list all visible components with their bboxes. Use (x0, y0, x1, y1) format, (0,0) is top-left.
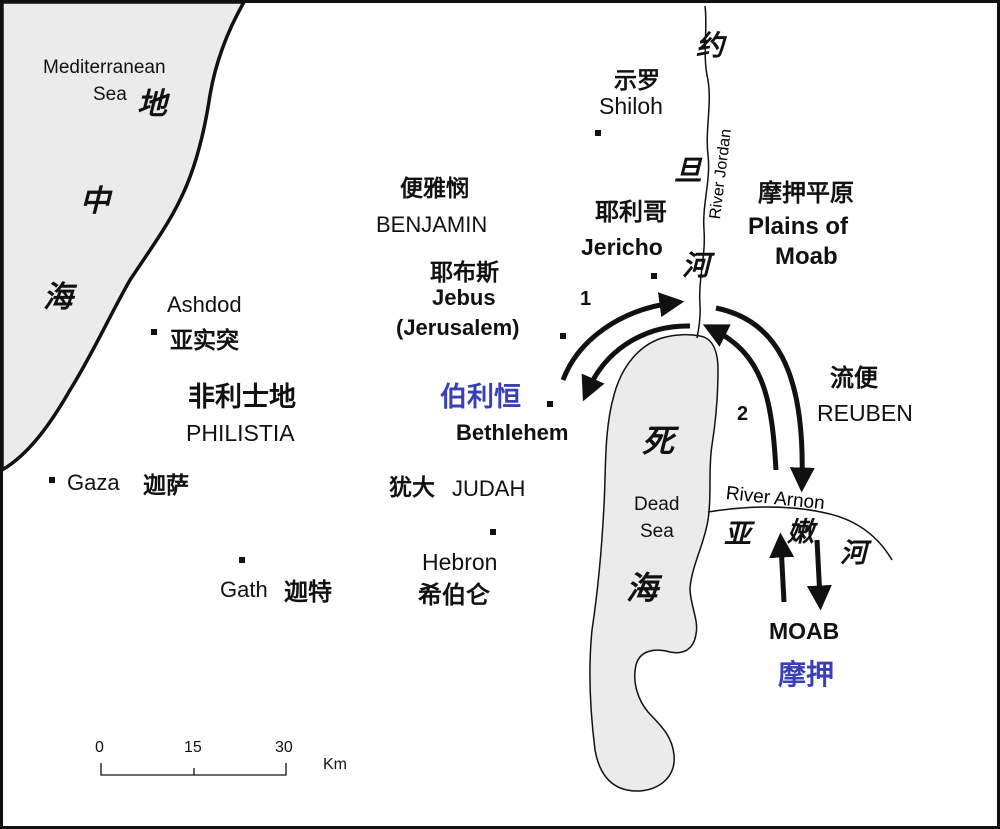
dead-sea-label-en-1: Dead (634, 494, 680, 515)
jebus-marker (560, 333, 566, 339)
mediterranean-label-zh-1: 地 (137, 87, 167, 122)
river-arnon-label-zh-1: 亚 (724, 519, 751, 550)
gaza-label-zh: 迦萨 (143, 473, 189, 499)
river-arnon (707, 506, 893, 561)
gaza-marker (49, 477, 55, 483)
plains-of-moab-label-en-1: Plains of (748, 213, 849, 240)
hebron-label-en: Hebron (422, 549, 498, 575)
route-2-arrow-south (715, 305, 815, 493)
bethlehem-label-en: Bethlehem (456, 420, 569, 445)
bethlehem-label-zh: 伯利恒 (440, 382, 521, 413)
mediterranean-label-en-2: Sea (93, 84, 127, 105)
scale-tick-0: 0 (95, 739, 104, 756)
mediterranean-sea (0, 0, 248, 474)
route-1-arrow-west (581, 323, 691, 402)
philistia-label-en: PHILISTIA (186, 420, 295, 446)
gaza-label-en: Gaza (67, 470, 120, 495)
plains-of-moab-label-zh: 摩押平原 (758, 179, 854, 207)
moab-label-en: MOAB (769, 618, 840, 644)
shiloh-label-en: Shiloh (599, 93, 663, 119)
dead-sea-label-zh-2: 海 (626, 569, 659, 607)
dead-sea (589, 333, 719, 792)
moab-label-zh: 摩押 (778, 658, 835, 691)
plains-of-moab-label-en-2: Moab (775, 243, 838, 270)
dead-sea-label-en-2: Sea (640, 521, 674, 542)
judah-label-en: JUDAH (452, 476, 526, 501)
river-jordan-label-zh-3: 河 (682, 249, 711, 282)
river-arnon-label-zh-3: 河 (840, 538, 867, 569)
gath-marker (239, 557, 245, 563)
benjamin-label-zh: 便雅悯 (400, 176, 469, 202)
river-jordan-label-zh-1: 约 (696, 29, 725, 62)
river-jordan (696, 5, 711, 339)
river-jordan-label-zh-2: 旦 (674, 154, 703, 187)
mediterranean-label-en-1: Mediterranean (43, 57, 166, 78)
jericho-label-zh: 耶利哥 (595, 198, 667, 226)
ashdod-label-zh: 亚实突 (170, 328, 239, 354)
jericho-label-en: Jericho (581, 234, 663, 260)
jebus-label-en: Jebus (432, 285, 496, 310)
river-arnon-label-zh-2: 嫩 (787, 517, 814, 548)
judah-label-zh: 犹大 (389, 475, 435, 501)
reuben-label-en: REUBEN (817, 400, 913, 426)
route-1-arrow-east (560, 292, 685, 381)
moab-arrow-north (769, 532, 795, 603)
hebron-marker (490, 529, 496, 535)
ashdod-marker (151, 329, 157, 335)
dead-sea-label-zh-1: 死 (642, 422, 675, 460)
bethlehem-marker (547, 401, 553, 407)
scale-tick-30: 30 (275, 739, 293, 756)
scale-unit-label: Km (323, 756, 347, 773)
jebus-label-en-2: (Jerusalem) (396, 315, 520, 340)
jebus-label-zh: 耶布斯 (430, 260, 499, 286)
mediterranean-label-zh-2: 中 (80, 184, 110, 219)
gath-label-en: Gath (220, 577, 268, 602)
mediterranean-label-zh-3: 海 (43, 280, 73, 315)
ashdod-label-en: Ashdod (167, 292, 242, 317)
scale-tick-15: 15 (184, 739, 202, 756)
hebron-label-zh: 希伯仑 (418, 581, 490, 609)
shiloh-marker (595, 130, 601, 136)
moab-arrow-south (806, 539, 832, 611)
benjamin-label-en: BENJAMIN (376, 212, 488, 237)
route-2-label: 2 (737, 403, 749, 425)
reuben-label-zh: 流便 (830, 364, 878, 392)
scale-bar (100, 763, 287, 776)
gath-label-zh: 迦特 (284, 578, 332, 606)
philistia-label-zh: 非利士地 (188, 382, 296, 413)
route-1-label: 1 (580, 288, 592, 310)
shiloh-label-zh: 示罗 (614, 68, 660, 94)
route-2-arrow-north (702, 324, 779, 471)
jericho-marker (651, 273, 657, 279)
